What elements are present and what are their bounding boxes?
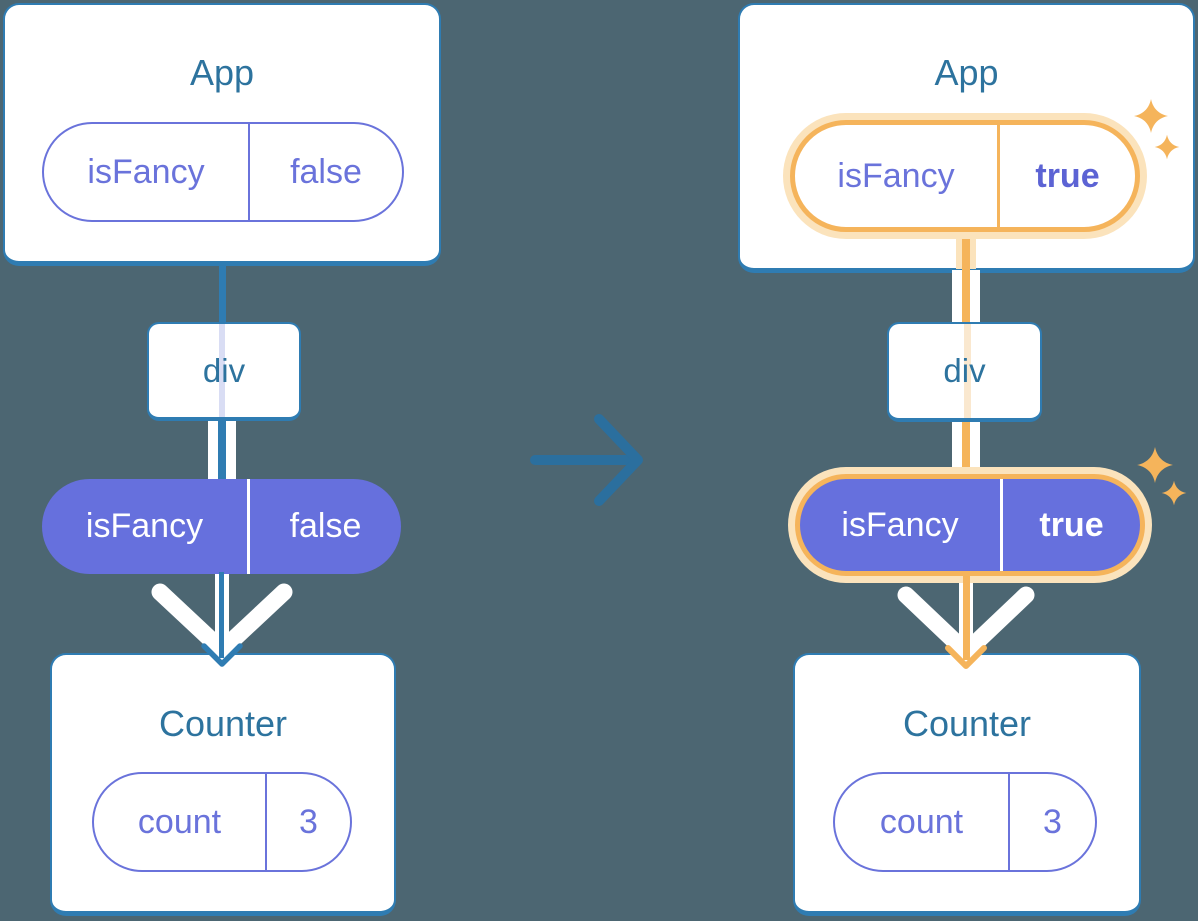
app-title-after: App [934,52,999,93]
prop-pipe-left-white [226,419,236,481]
pill-divider [1008,774,1010,870]
prop-pill-before: isFancy false [42,479,401,574]
value-pipe-right-white [970,419,980,471]
prop-passthrough-line [219,324,225,417]
value-flow-line-after [963,576,970,660]
sparkle-icon [1137,447,1173,483]
pill-divider [248,124,250,220]
prop-pipe-left-line [218,419,226,481]
prop-pipe-left-white [208,419,218,481]
state-value: true [1035,156,1100,195]
state-name: isFancy [87,152,205,191]
state-name: count [137,802,222,841]
counter-state-pill-after: count 3 [833,772,1097,872]
app-state-pill-after: isFancy true [790,120,1140,232]
tree-edge-app-div-before [219,262,226,324]
state-value: 3 [299,802,318,841]
prop-pill-after: isFancy true [795,474,1145,576]
state-name: isFancy [837,156,955,195]
sparkle-icon [1161,480,1187,506]
pill-divider [247,479,250,574]
chevron-down-arrow-icon [151,583,293,667]
app-state-pill-before: isFancy false [42,122,404,222]
state-name: count [879,802,964,841]
value-pipe-right-white [952,270,962,324]
div-label: div [202,351,246,389]
prop-name: isFancy [85,507,204,545]
prop-value: true [1039,505,1104,544]
pill-divider [1000,479,1003,571]
app-title-before: App [189,52,255,93]
counter-title-after: Counter [902,703,1032,744]
value-flow-line-after [962,270,970,324]
value-flow-pale-edge [970,238,976,269]
arrow-right-icon [530,414,643,506]
div-label: div [943,352,986,389]
state-value: false [290,152,362,191]
state-value: 3 [1043,802,1062,841]
value-flow-pale-edge [956,238,962,269]
value-passthrough-line [964,324,971,418]
value-pipe-right-white [970,270,980,324]
value-flow-line-after [962,419,970,471]
sparkle-icon [1134,99,1168,133]
prop-name: isFancy [841,505,959,544]
prop-flow-line-before [219,572,224,658]
pill-divider [997,125,1000,227]
pill-divider [265,774,267,870]
prop-value: false [289,507,362,545]
counter-title-before: Counter [158,703,288,744]
counter-state-pill-before: count 3 [92,772,352,872]
div-node-after: div [887,322,1042,422]
sparkle-icon [1154,134,1180,160]
value-pipe-right-white [952,419,962,471]
chevron-down-arrow-icon [897,586,1035,669]
div-node-before: div [147,322,301,421]
value-flow-line-after [962,238,970,270]
